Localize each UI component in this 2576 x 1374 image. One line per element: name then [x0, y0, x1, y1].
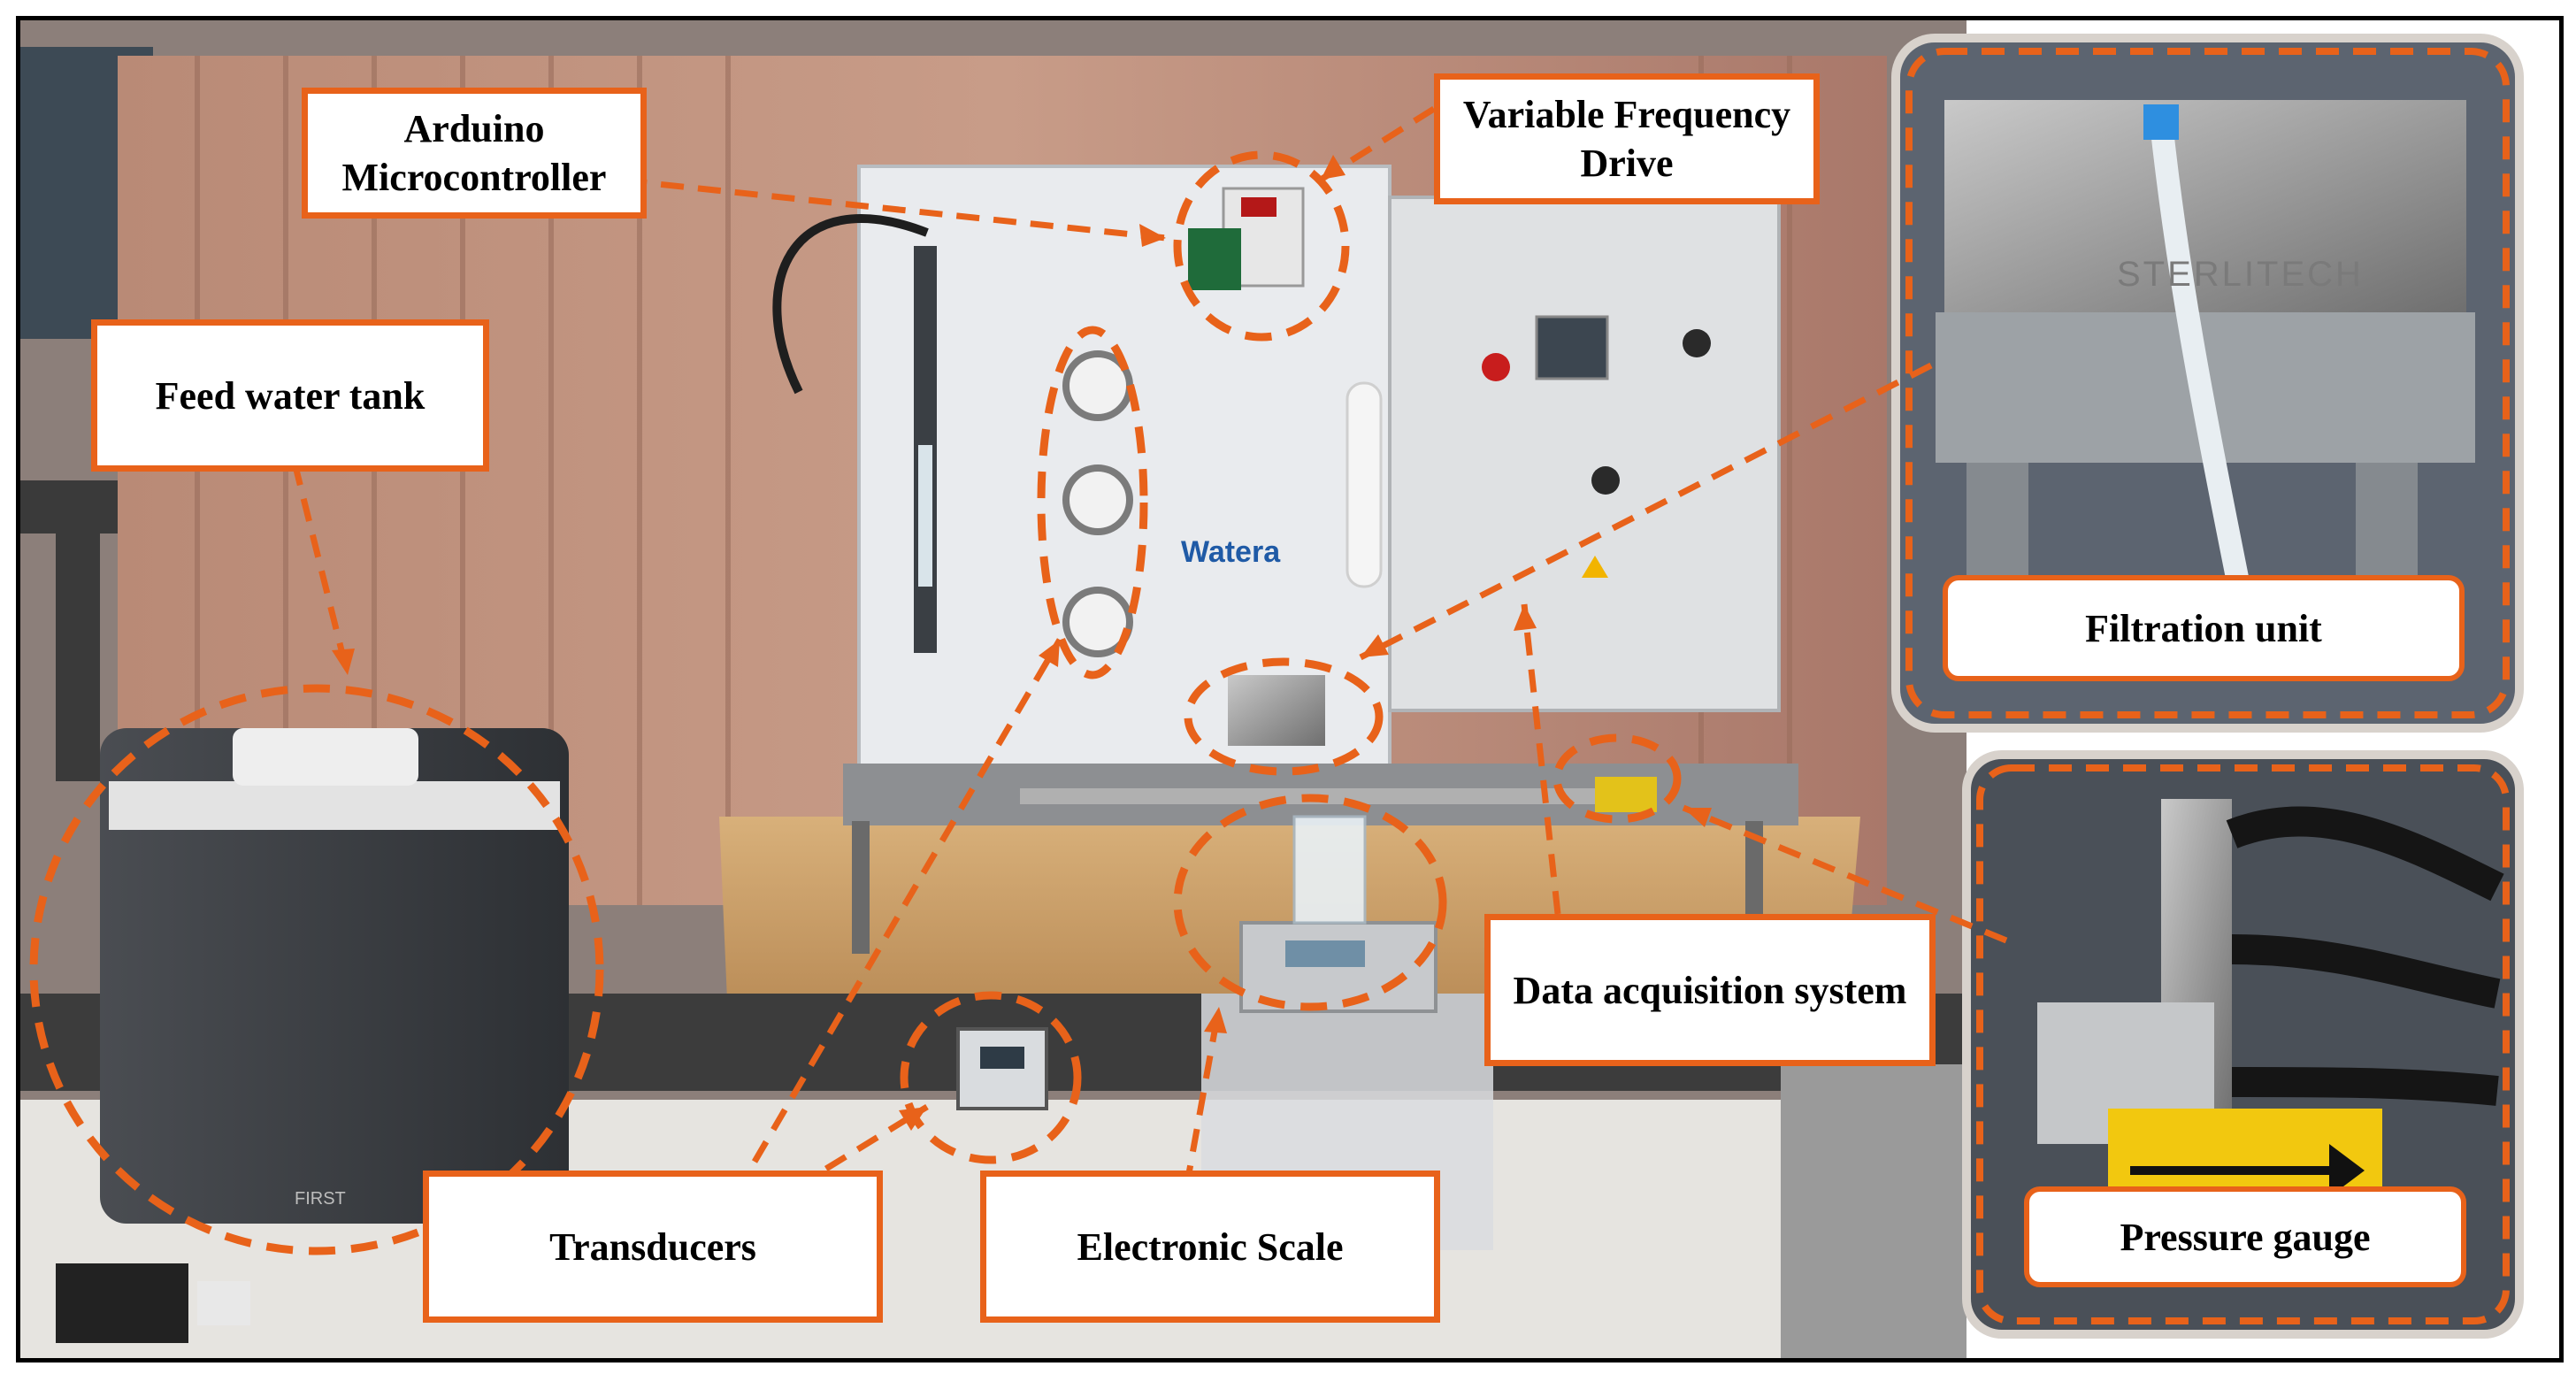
feed-tank [100, 728, 569, 1224]
label-daq: Data acquisition system [1484, 914, 1936, 1066]
power-strip [56, 1263, 188, 1343]
pipe-row [1020, 788, 1639, 804]
figure-frame: Watera FIRST [16, 16, 2564, 1362]
panel-gauges [1062, 350, 1133, 657]
beaker [1292, 815, 1367, 925]
arrow-heads [332, 155, 1712, 1131]
filter-cell [1228, 675, 1325, 746]
label-filtration-unit: Filtration unit [1943, 575, 2465, 681]
brand-logo: Watera [1181, 535, 1281, 569]
label-arduino: Arduino Microcontroller [302, 88, 647, 219]
label-pressure-gauge: Pressure gauge [2024, 1186, 2466, 1287]
transducer-display [956, 1027, 1048, 1110]
label-feed-tank: Feed water tank [91, 319, 489, 472]
label-transducers: Transducers [423, 1171, 883, 1323]
filter-brand: STERLITECH [2117, 255, 2364, 294]
hmi-screen [1535, 315, 1609, 380]
right-bench [1781, 1064, 1966, 1358]
tank-brand: FIRST [295, 1189, 346, 1209]
lab-setup-photo: Watera FIRST [20, 20, 2524, 1358]
label-vfd: Variable Frequency Drive [1434, 73, 1820, 204]
label-electronic-scale: Electronic Scale [980, 1171, 1440, 1323]
arduino-board [1188, 228, 1241, 290]
highlight-ellipses [29, 150, 1682, 1255]
ro-panel-right [1388, 196, 1781, 712]
